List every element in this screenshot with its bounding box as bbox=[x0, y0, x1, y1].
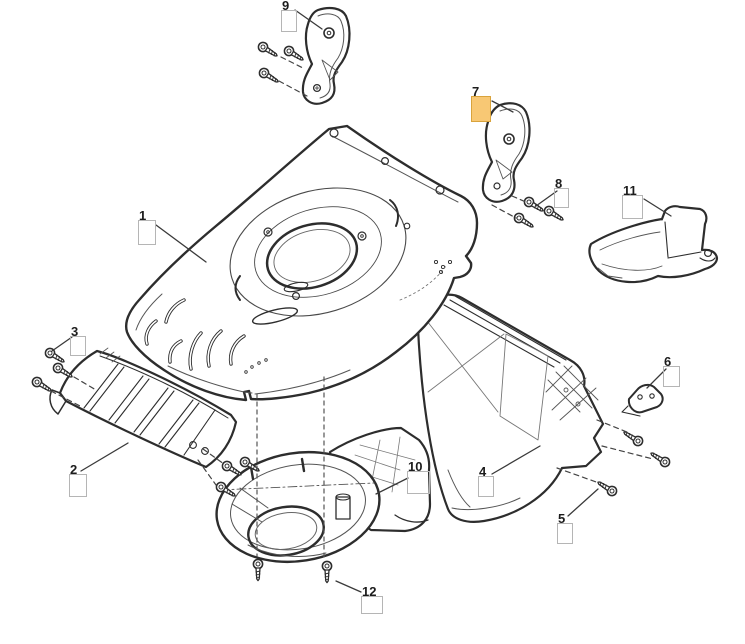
leader-line-1 bbox=[155, 224, 207, 263]
leader-line-9 bbox=[294, 9, 323, 30]
callout-box-10[interactable] bbox=[407, 471, 430, 494]
callout-box-7[interactable] bbox=[471, 96, 491, 122]
callout-11: 11 bbox=[622, 184, 643, 219]
callout-number-6: 6 bbox=[664, 354, 672, 369]
callout-number-4: 4 bbox=[479, 464, 487, 479]
deck-vent-slots bbox=[144, 298, 246, 371]
callout-box-3[interactable] bbox=[70, 336, 86, 356]
leader-line-12 bbox=[335, 580, 362, 593]
callout-box-8[interactable] bbox=[554, 188, 569, 208]
part-2-front-bumper bbox=[49, 347, 238, 469]
callout-9: 9 bbox=[281, 0, 297, 32]
callout-number-7: 7 bbox=[472, 84, 480, 99]
callout-3: 3 bbox=[70, 325, 86, 356]
assembly-dashed-lines bbox=[50, 56, 654, 559]
callout-box-6[interactable] bbox=[663, 366, 680, 387]
callout-number-12: 12 bbox=[362, 584, 377, 599]
callout-10: 10 bbox=[407, 460, 430, 494]
leader-line-3 bbox=[51, 336, 73, 352]
callout-8: 8 bbox=[554, 177, 569, 208]
callout-6: 6 bbox=[663, 355, 680, 387]
callout-box-9[interactable] bbox=[281, 10, 297, 32]
callout-4: 4 bbox=[478, 465, 494, 497]
callout-number-1: 1 bbox=[139, 208, 147, 223]
part-11-deflector bbox=[588, 205, 719, 284]
callout-1: 1 bbox=[138, 209, 156, 245]
callout-7: 7 bbox=[471, 85, 491, 122]
callout-box-2[interactable] bbox=[69, 474, 87, 497]
leader-line-4 bbox=[491, 445, 541, 475]
part-6-bracket bbox=[621, 383, 664, 417]
callout-box-4[interactable] bbox=[478, 476, 494, 497]
callout-box-12[interactable] bbox=[361, 596, 383, 614]
callout-number-11: 11 bbox=[623, 183, 637, 198]
leader-line-2 bbox=[80, 442, 129, 472]
callout-12: 12 bbox=[361, 585, 383, 614]
callout-5: 5 bbox=[557, 512, 573, 544]
part-1-deck bbox=[125, 124, 479, 402]
callout-number-9: 9 bbox=[282, 0, 290, 13]
leader-line-5 bbox=[567, 488, 599, 517]
leader-line-10 bbox=[375, 477, 409, 495]
callout-leader-lines bbox=[51, 9, 672, 593]
callout-box-5[interactable] bbox=[557, 523, 573, 544]
leader-line-8 bbox=[535, 190, 558, 207]
leader-line-6 bbox=[646, 368, 667, 389]
callout-box-11[interactable] bbox=[622, 195, 643, 219]
part-7-bracket-right bbox=[481, 102, 531, 203]
callout-number-5: 5 bbox=[558, 511, 566, 526]
callout-number-2: 2 bbox=[70, 462, 78, 477]
callout-box-1[interactable] bbox=[138, 220, 156, 245]
callout-number-8: 8 bbox=[555, 176, 563, 191]
callout-2: 2 bbox=[69, 463, 87, 497]
leader-line-7 bbox=[491, 100, 514, 113]
part-9-bracket-left bbox=[301, 6, 351, 105]
leader-line-11 bbox=[643, 198, 672, 217]
callout-number-3: 3 bbox=[71, 324, 79, 339]
part-4-rear-housing bbox=[415, 293, 605, 523]
callout-number-10: 10 bbox=[408, 459, 423, 474]
